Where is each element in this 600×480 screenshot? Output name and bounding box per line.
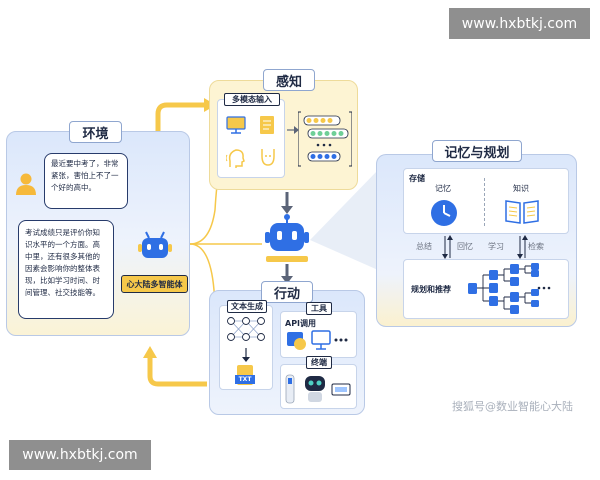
clock-icon — [430, 199, 458, 227]
environment-title: 环境 — [69, 121, 122, 143]
arrow-action-to-env — [147, 356, 207, 387]
bidirectional-arrows — [440, 234, 540, 260]
agent-robot-icon — [138, 228, 172, 262]
watermark-top: www.hxbtkj.com — [449, 8, 590, 39]
txt-file-label: TXT — [235, 375, 255, 384]
arrow-env-to-perception — [155, 102, 205, 132]
text-generation-label: 文本生成 — [227, 300, 267, 313]
down-arrow-icon — [241, 347, 251, 362]
terminal-devices-icon — [284, 372, 354, 407]
embedding-vectors — [297, 110, 353, 168]
planning-box — [403, 259, 569, 319]
face-icon — [259, 147, 277, 167]
summarize-label: 总结 — [416, 242, 432, 251]
arrow-to-embedding — [287, 120, 299, 134]
watermark-bottom: www.hxbtkj.com — [9, 440, 151, 470]
perception-title: 感知 — [263, 69, 315, 91]
api-icons — [286, 330, 352, 352]
central-agent-robot-icon — [262, 214, 312, 264]
plan-recommend-label: 规划和推荐 — [411, 285, 451, 294]
user-avatar-icon — [15, 172, 37, 196]
voice-head-icon — [225, 147, 246, 169]
document-icon — [259, 115, 275, 135]
planning-tree-icon — [467, 263, 565, 315]
book-icon — [504, 197, 540, 225]
learn-label: 学习 — [488, 242, 504, 251]
tools-label: 工具 — [306, 302, 332, 315]
agent-reply-bubble: 考试成绩只是评价你知识水平的一个方面。高中里，还有很多其他的因素会影响你的整体表… — [18, 220, 114, 319]
storage-divider — [484, 178, 485, 226]
monitor-icon — [226, 116, 246, 134]
action-title: 行动 — [261, 281, 313, 303]
retrieve-label: 检索 — [528, 242, 544, 251]
memory-label: 记忆 — [435, 184, 451, 193]
spotlight-beam — [310, 170, 378, 270]
memory-planning-title: 记忆与规划 — [432, 140, 522, 162]
knowledge-label: 知识 — [513, 184, 529, 193]
multimodal-input-label: 多模态输入 — [224, 93, 280, 106]
arrowhead-env — [143, 346, 157, 358]
credit-text: 搜狐号@数业智能心大陆 — [452, 400, 573, 413]
recall-label: 回忆 — [457, 242, 473, 251]
user-message-bubble: 最近要中考了，非常紧张，害怕上不了一个好的高中。 — [44, 153, 128, 209]
terminal-label: 终端 — [306, 356, 332, 369]
neural-network-icon — [226, 316, 266, 342]
agent-label: 心大陆多智能体 — [121, 275, 188, 293]
storage-label: 存储 — [409, 174, 425, 183]
api-call-label: API调用 — [285, 319, 317, 328]
storage-box — [403, 168, 569, 234]
